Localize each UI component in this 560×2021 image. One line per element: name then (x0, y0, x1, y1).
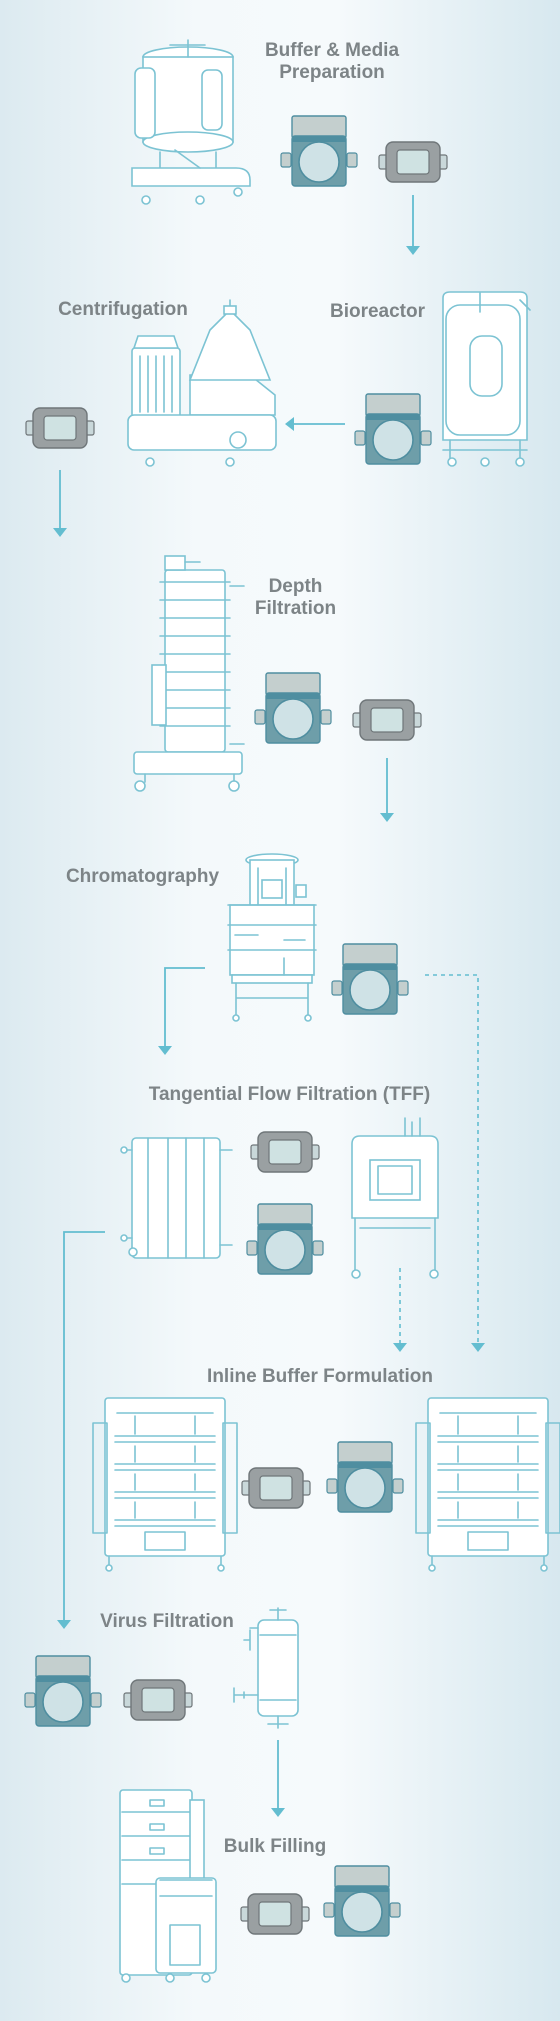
bioreactor-equipment (442, 291, 531, 467)
label-chromatography: Chromatography (65, 866, 220, 887)
centrifuge-equipment (127, 299, 277, 467)
arrow-tff-left-down (57, 1231, 105, 1629)
label-tff: Tangential Flow Filtration (TFF) (148, 1084, 431, 1105)
label-buffer-media-preparation: Buffer & Media Preparation (252, 40, 412, 84)
label-buffer-line1: Buffer & Media (264, 40, 400, 61)
label-centrifugation: Centrifugation (58, 299, 188, 320)
buffer-rack-left (92, 1397, 238, 1572)
arrow-down-3 (53, 470, 67, 537)
arrow-tff-dashed-down (393, 1268, 407, 1352)
arrow-chromatography-down (158, 967, 205, 1055)
label-depth-filtration: Depth Filtration (243, 576, 348, 620)
chromatography-equipment (227, 853, 317, 1022)
tff-equipment (120, 1137, 233, 1259)
label-bioreactor: Bioreactor (329, 301, 426, 322)
label-depth-line2: Filtration (254, 598, 337, 619)
label-buffer-line2: Preparation (279, 62, 385, 83)
tff-tank-equipment (351, 1117, 439, 1279)
mixing-tank-equipment (131, 39, 251, 205)
bulk-filling-equipment (119, 1789, 217, 1983)
virus-filter-equipment (233, 1607, 299, 1729)
label-depth-line1: Depth (268, 576, 323, 597)
arrow-down-virus (271, 1740, 285, 1817)
label-bulk-filling: Bulk Filling (223, 1836, 327, 1857)
arrow-down-4 (380, 758, 394, 822)
buffer-rack-right (415, 1397, 560, 1572)
arrow-left-2 (285, 417, 345, 431)
label-inline-buffer-formulation: Inline Buffer Formulation (207, 1366, 433, 1387)
depth-filter-equipment (133, 555, 245, 792)
label-virus-filtration: Virus Filtration (100, 1611, 234, 1632)
arrow-down-1 (406, 195, 420, 255)
arrow-dashed-right (425, 974, 485, 1352)
